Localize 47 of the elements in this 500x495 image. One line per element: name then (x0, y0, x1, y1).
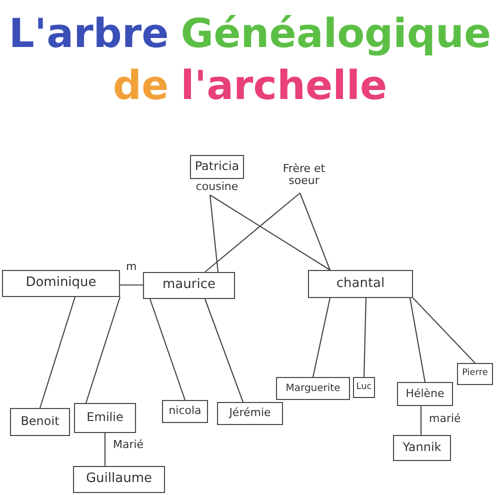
name-box (393, 435, 451, 461)
name-box (397, 382, 453, 406)
connector-line (85, 296, 121, 404)
title: L'arbre Généalogique de l'archelle (8, 10, 492, 111)
connector-line (209, 194, 219, 272)
name-box (457, 363, 493, 385)
person-name: Guillaume (86, 472, 152, 487)
relation-note: Frère et soeur (282, 162, 326, 188)
edge-label: Marié (112, 438, 145, 451)
connector-line (204, 192, 300, 272)
connector-line (120, 284, 143, 286)
person-name: maurice (162, 278, 216, 293)
person-name: chantal (336, 276, 385, 292)
name-box (276, 377, 350, 400)
person-name: Pierre (462, 369, 488, 379)
connector-line (363, 298, 367, 378)
connector-line (412, 298, 476, 364)
connector-line (299, 192, 331, 270)
person-name: Benoit (20, 415, 60, 429)
name-box (162, 400, 208, 423)
name-box (73, 466, 165, 493)
name-box (308, 270, 413, 298)
connector-line (104, 433, 106, 466)
connector-line (204, 298, 244, 402)
connector-line (39, 296, 76, 408)
name-box (74, 403, 136, 433)
name-box (217, 402, 283, 425)
name-box (10, 408, 70, 436)
name-box (143, 272, 235, 299)
name-box (353, 377, 375, 398)
person-name: Hélène (406, 388, 444, 400)
person-name: Marguerite (286, 383, 340, 394)
person-name: Dominique (26, 276, 96, 291)
connector-line (409, 298, 426, 382)
relation-note: cousine (194, 180, 240, 193)
person-name: Emilie (86, 411, 124, 425)
connector-line (312, 298, 331, 378)
person-name: Patricia (194, 160, 240, 174)
person-name: Jérémie (229, 407, 271, 420)
connector-line (210, 194, 330, 270)
connector-line (149, 298, 186, 400)
connector-line (420, 406, 422, 435)
person-name: nicola (168, 405, 202, 418)
person-name: Luc (356, 382, 372, 392)
person-name: Yannik (402, 441, 442, 455)
edge-label: marié (428, 412, 462, 425)
name-box (2, 270, 120, 297)
